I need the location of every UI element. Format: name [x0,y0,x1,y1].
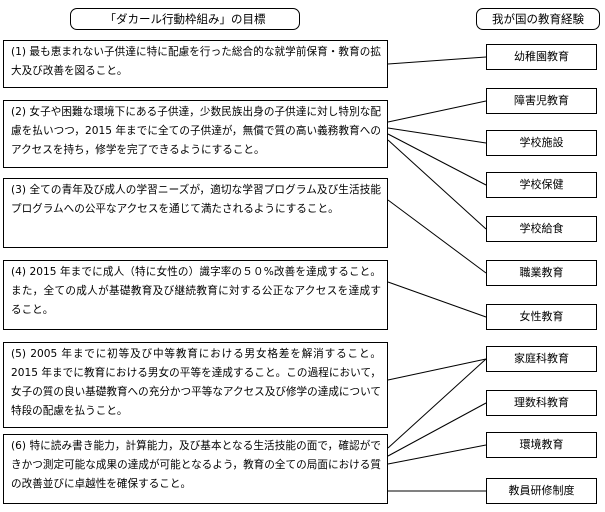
exp-environmental-education: 環境教育 [486,432,597,458]
exp-home-economics-education: 家庭科教育 [486,346,597,372]
connector-line-3 [387,127,487,144]
exp-womens-education: 女性教育 [486,304,597,330]
dakar-goals-header: 「ダカール行動枠組み」の目標 [70,8,300,30]
connector-line-4 [387,133,487,186]
connector-line-11 [387,444,487,465]
japan-experience-header: 我が国の教育経験 [476,8,600,30]
exp-vocational-education: 職業教育 [486,260,597,286]
connector-line-6 [387,199,487,274]
connector-line-2 [387,100,487,123]
goal-box-6: (6) 特に読み書き能力，計算能力，及び基本となる生活技能の面で，確認ができかつ… [3,434,388,504]
connector-line-5 [387,139,487,230]
connector-line-7 [387,281,487,318]
goal-box-3: (3) 全ての青年及び成人の学習ニーズが，適切な学習プログラム及び生活技能プログ… [3,178,388,248]
goal-box-5: (5) 2005 年までに初等及び中等教育における男女格差を解消すること。201… [3,342,388,428]
connector-line-1 [387,56,487,65]
exp-special-needs-education: 障害児教育 [486,88,597,114]
connector-line-8 [387,358,487,381]
goal-box-2: (2) 女子や困難な環境下にある子供達，少数民族出身の子供達に対し特別な配慮を払… [3,100,388,168]
goal-box-4: (4) 2015 年までに成人（特に女性の）識字率の５０%改善を達成すること。ま… [3,260,388,330]
exp-school-lunch: 学校給食 [486,216,597,242]
connector-line-10 [387,402,487,457]
connector-line-9 [387,358,487,449]
goal-box-1: (1) 最も恵まれない子供達に特に配慮を行った総合的な就学前保育・教育の拡大及び… [3,40,388,88]
exp-school-facilities: 学校施設 [486,130,597,156]
exp-teacher-training-system: 教員研修制度 [486,478,597,504]
exp-science-math-education: 理数科教育 [486,390,597,416]
exp-kindergarten-education: 幼稚園教育 [486,44,597,70]
exp-school-health: 学校保健 [486,172,597,198]
